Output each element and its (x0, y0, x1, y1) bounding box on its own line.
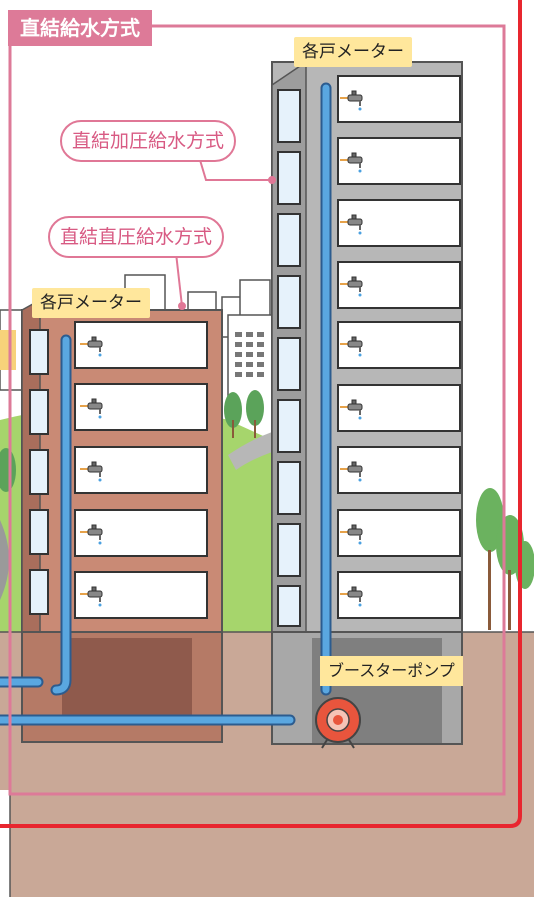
booster-pump-icon (315, 697, 361, 749)
faucet-icon (80, 90, 363, 607)
meter-label-tall: 各戸メーター (294, 37, 412, 67)
background-buildings (0, 274, 273, 456)
callout-lines (175, 159, 276, 310)
booster-pump-label: ブースターポンプ (320, 656, 463, 686)
water-pipes (0, 82, 332, 726)
direct-system-label: 直結直圧給水方式 (48, 216, 225, 258)
short-building-windows (29, 329, 49, 615)
pink-frame (8, 24, 506, 796)
page-title: 直結給水方式 (8, 10, 152, 46)
pressurized-system-label: 直結加圧給水方式 (60, 120, 237, 162)
meter-label-short: 各戸メーター (32, 288, 150, 318)
background-windows (235, 332, 264, 377)
red-frame (0, 0, 522, 828)
tall-building-windows (277, 89, 301, 627)
